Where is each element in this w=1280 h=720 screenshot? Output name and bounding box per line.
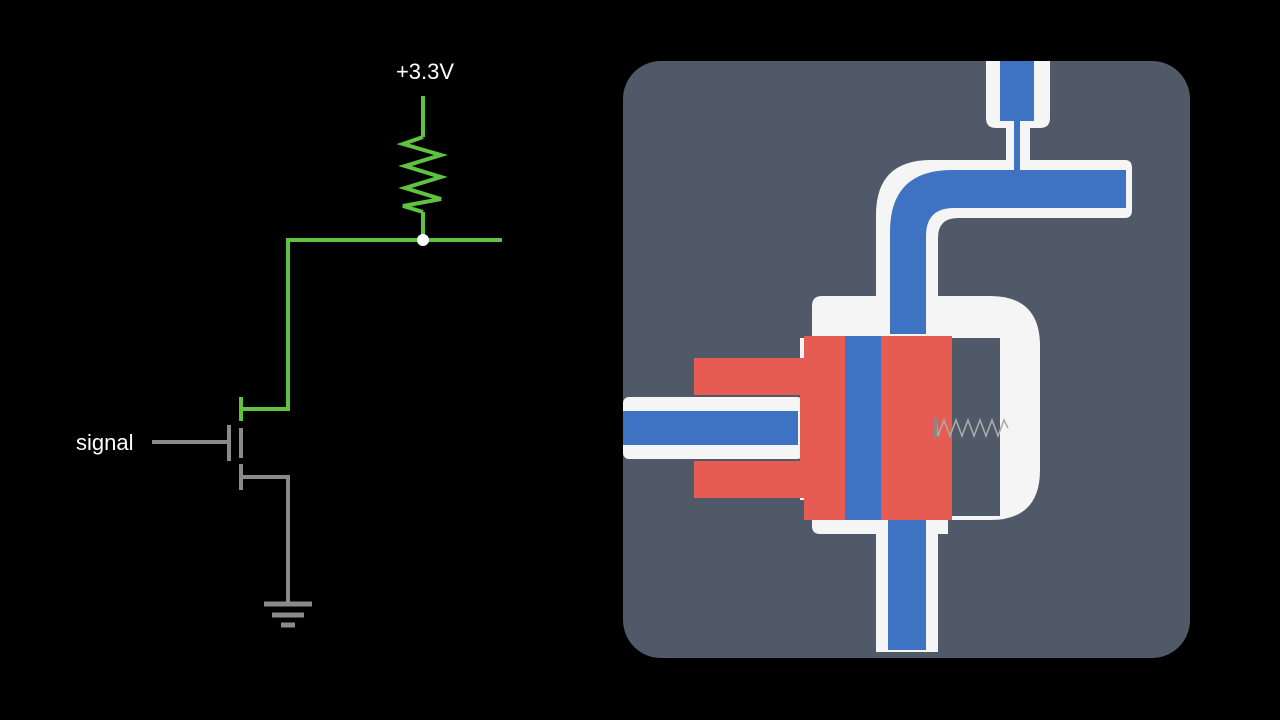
fluid-inlet bbox=[623, 411, 798, 445]
output-node-dot bbox=[417, 234, 429, 246]
source-wire bbox=[241, 475, 290, 604]
transistor-circuit: +3.3V signal bbox=[76, 59, 502, 628]
fluid-lower-channel bbox=[888, 518, 926, 650]
fluid-top-neck bbox=[1014, 121, 1020, 170]
valve-analogy-panel bbox=[623, 61, 1190, 658]
fluid-top-reservoir bbox=[1000, 61, 1034, 121]
piston-body bbox=[694, 336, 952, 520]
supply-voltage-label: +3.3V bbox=[396, 59, 454, 84]
pull-up-resistor bbox=[396, 135, 449, 214]
piston bbox=[694, 336, 952, 520]
ground-icon bbox=[264, 601, 312, 628]
signal-input-label: signal bbox=[76, 430, 133, 455]
spring-icon bbox=[935, 417, 1009, 439]
spring-left-cap bbox=[934, 418, 937, 438]
fluid-upper-channel bbox=[890, 170, 1126, 334]
spring-cavity bbox=[950, 338, 1000, 516]
drain-wire bbox=[241, 238, 423, 411]
fluid bbox=[623, 61, 1126, 650]
fluid-through-piston bbox=[845, 336, 881, 520]
